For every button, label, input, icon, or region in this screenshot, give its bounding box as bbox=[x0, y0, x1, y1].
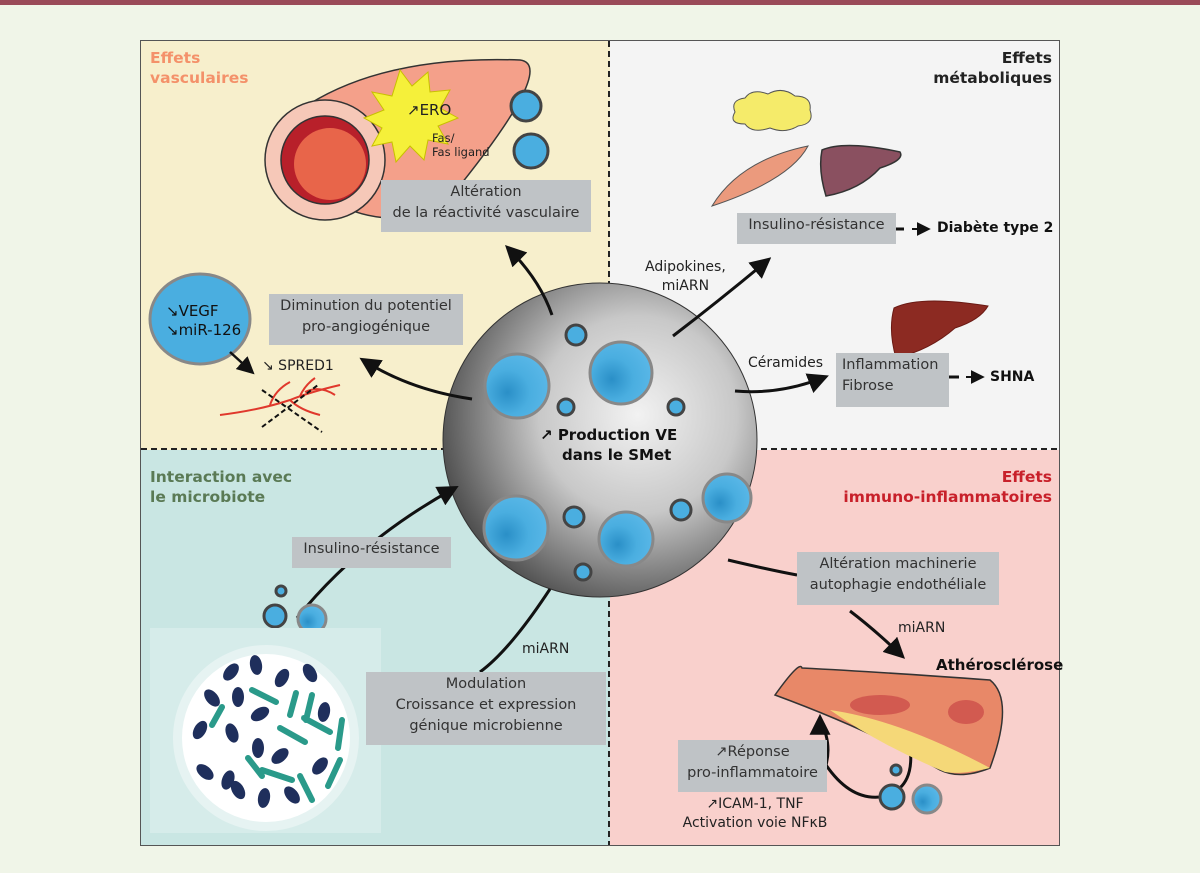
atherosclerotic-vessel-illustration bbox=[773, 665, 1004, 776]
diabetes-label: Diabète type 2 bbox=[937, 220, 1054, 236]
title-vascular-effects: Effets vasculaires bbox=[150, 49, 249, 87]
arrow-to-insulin bbox=[672, 257, 772, 338]
box-insulin-resistance-microbiota: Insulino-résistance bbox=[292, 537, 451, 568]
arrow-to-autophagy bbox=[727, 558, 798, 577]
arrow-to-inflammation bbox=[734, 373, 829, 394]
box-microbial-modulation: Modulation Croissance et expression géni… bbox=[366, 672, 606, 745]
cross-out-line bbox=[261, 389, 323, 433]
box-angiogenic-potential: Diminution du potentiel pro-angiogénique bbox=[269, 294, 463, 345]
box-insulin-resistance-metabolic: Insulino-résistance bbox=[737, 213, 896, 244]
center-label: ↗ Production VE dans le SMet bbox=[540, 426, 678, 464]
miarn-immuno-label: miARN bbox=[898, 620, 946, 636]
arrow-to-vascular bbox=[505, 245, 554, 316]
box-autophagy-alteration: Altération machinerie autophagie endothé… bbox=[797, 552, 999, 605]
icam-nfkb-label: ↗ICAM-1, TNF Activation voie NFκB bbox=[682, 796, 828, 831]
increase-arrow-icon: ↗ bbox=[540, 426, 553, 444]
vesicle-icon bbox=[274, 584, 288, 598]
bacteria-group bbox=[192, 655, 345, 808]
title-microbiota-interaction: Interaction avec le microbiote bbox=[150, 468, 293, 506]
arrow-vegf-spred1 bbox=[229, 351, 255, 375]
vesicle-icon bbox=[512, 132, 550, 170]
adipokines-label: Adipokines, miARN bbox=[645, 259, 726, 294]
ero-burst-icon bbox=[362, 68, 460, 164]
vesicle-icon bbox=[911, 783, 943, 815]
fas-label: Fas/ Fas ligand bbox=[432, 131, 490, 159]
vesicle-icon bbox=[509, 89, 543, 123]
ceramides-label: Céramides bbox=[748, 355, 824, 371]
box-inflammation-fibrosis: Inflammation Fibrose bbox=[836, 353, 949, 407]
adipose-tissue-icon bbox=[732, 90, 812, 132]
cross-out-line bbox=[261, 384, 319, 428]
vesicle-icon bbox=[878, 783, 906, 811]
arrow-center-to-modulation bbox=[479, 588, 552, 674]
spred1-label: ↘ SPRED1 bbox=[262, 358, 334, 374]
vesicle-icon bbox=[262, 603, 288, 629]
vegf-mir126-label: ↘VEGF ↘miR-126 bbox=[166, 302, 242, 339]
muscle-icon bbox=[710, 145, 809, 207]
box-pro-inflammatory-response: ↗Réponse pro-inflammatoire bbox=[678, 740, 827, 792]
atherosclerosis-label: Athérosclérose bbox=[936, 656, 1064, 674]
title-metabolic-effects: Effets métaboliques bbox=[933, 49, 1052, 87]
arrow-to-angiogenic bbox=[359, 357, 473, 401]
vesicle-group bbox=[482, 323, 753, 582]
top-accent-bar bbox=[0, 0, 1200, 5]
shna-label: SHNA bbox=[990, 369, 1035, 385]
box-vascular-reactivity: Altération de la réactivité vasculaire bbox=[381, 180, 591, 232]
title-immuno-inflammatory-effects: Effets immuno-inflammatoires bbox=[843, 468, 1052, 506]
ero-label: ↗ERO bbox=[407, 101, 452, 119]
liver-icon bbox=[819, 144, 902, 197]
arrow-to-atherosclerosis bbox=[849, 609, 906, 659]
vesicle-icon bbox=[889, 763, 903, 777]
arrow-to-vessel bbox=[809, 713, 831, 766]
capillary-network-illustration bbox=[219, 377, 341, 416]
miarn-microbiota-label: miARN bbox=[522, 641, 570, 657]
fibrotic-liver-icon bbox=[890, 300, 989, 359]
vegf-vesicle bbox=[148, 272, 252, 366]
